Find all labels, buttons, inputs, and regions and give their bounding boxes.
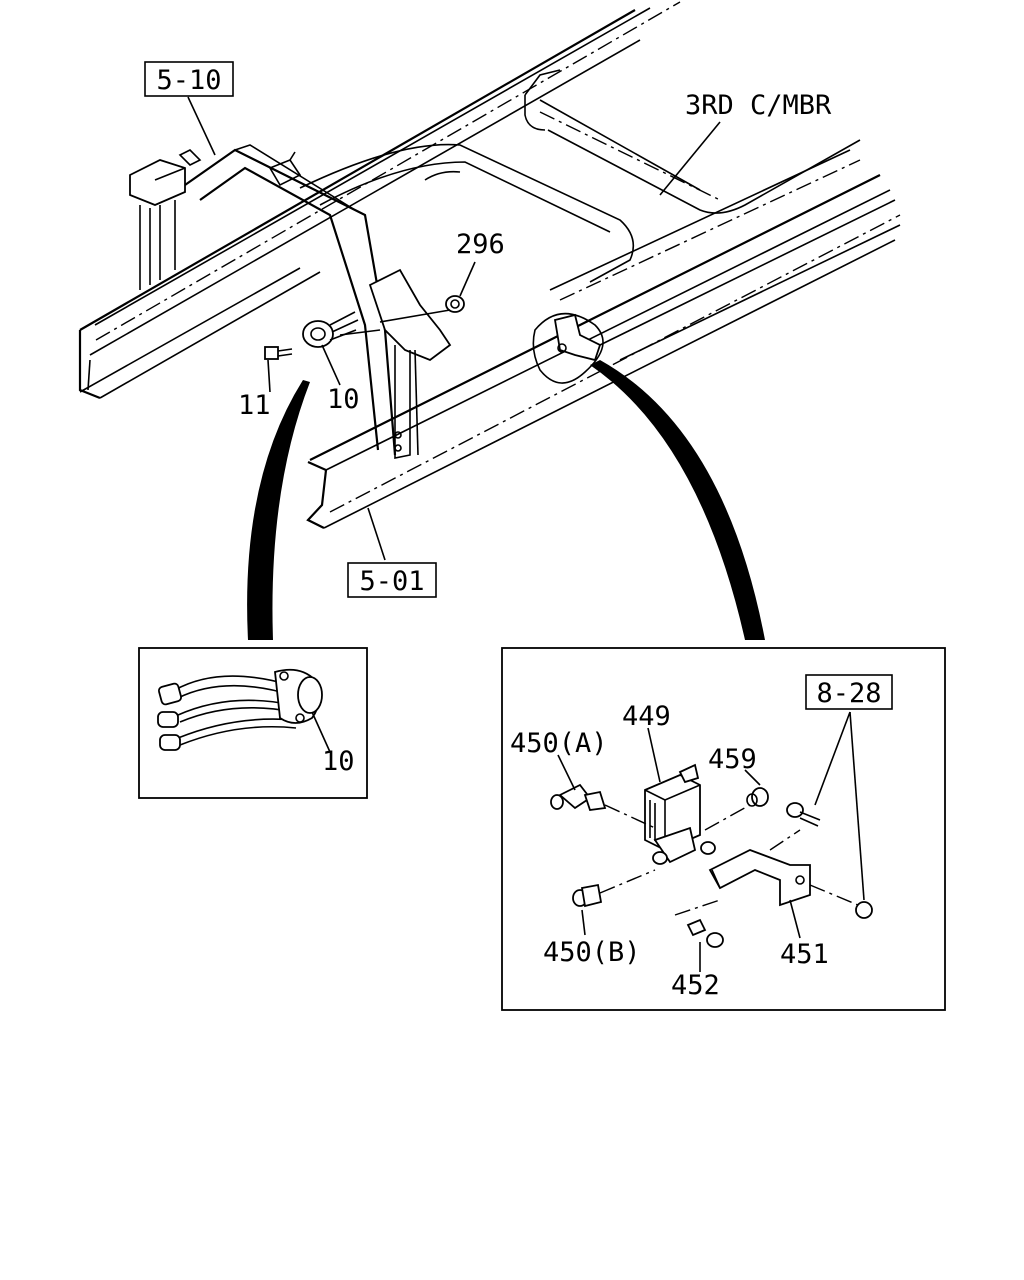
- part-10-connector: [302, 311, 359, 348]
- crossmember-label: 3RD C/MBR: [685, 90, 832, 121]
- ref-box-8-28: 8-28: [816, 678, 881, 709]
- bracket-assembly: [129, 144, 452, 459]
- part-label-450a: 450(A): [510, 728, 608, 759]
- callout-arrow-left: [247, 380, 310, 640]
- ref-box-5-01: 5-01: [347, 562, 437, 598]
- part-296-nut: [445, 295, 465, 313]
- leader-lines: [187, 96, 721, 561]
- part-label-452: 452: [671, 970, 720, 1001]
- part-label-10: 10: [327, 384, 360, 415]
- part-label-296: 296: [456, 229, 505, 260]
- part-label-449: 449: [622, 701, 671, 732]
- detail-box-connector: 10: [138, 647, 368, 799]
- part-label-11: 11: [238, 390, 271, 421]
- part-11-bolt: [264, 346, 293, 360]
- part-label-459: 459: [708, 744, 757, 775]
- chassis-frame: [78, 1, 901, 529]
- callout-arrow-right: [590, 360, 765, 640]
- valve-mount-on-frame: [532, 312, 604, 384]
- detail-box-valve: 8-28: [501, 647, 946, 1011]
- ref-box-5-10: 5-10: [144, 61, 234, 97]
- svg-text:5-01: 5-01: [359, 566, 424, 597]
- part-label-10-detail: 10: [322, 746, 355, 777]
- part-label-451: 451: [780, 939, 829, 970]
- part-label-450b: 450(B): [543, 937, 641, 968]
- svg-text:5-10: 5-10: [156, 65, 221, 96]
